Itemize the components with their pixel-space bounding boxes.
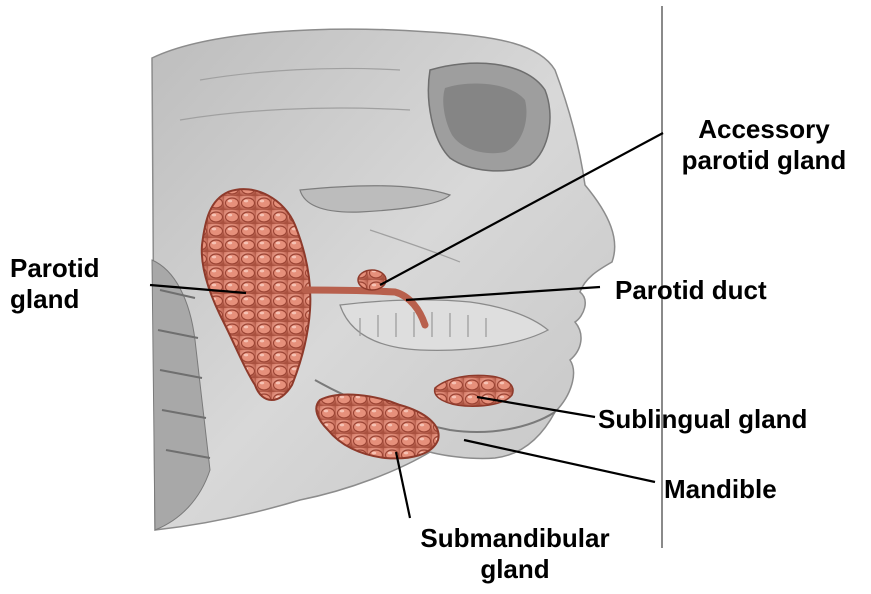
label-submandibular-line2: gland (390, 554, 640, 585)
label-submandibular-gland: Submandibular gland (390, 523, 640, 585)
label-accessory-line2: parotid gland (660, 145, 868, 176)
label-parotid-line2: gland (10, 284, 100, 315)
leader-line-mandible (464, 440, 655, 482)
label-sublingual-gland: Sublingual gland (598, 404, 807, 435)
label-parotid-gland: Parotid gland (10, 253, 100, 315)
label-submandibular-line1: Submandibular (390, 523, 640, 554)
label-parotid-duct: Parotid duct (615, 275, 767, 306)
label-accessory-line1: Accessory (660, 114, 868, 145)
label-parotid-line1: Parotid (10, 253, 100, 284)
label-parotid-duct-text: Parotid duct (615, 275, 767, 306)
accessory-parotid-gland-shape (358, 270, 386, 290)
label-accessory-parotid-gland: Accessory parotid gland (660, 114, 868, 176)
label-mandible: Mandible (664, 474, 777, 505)
label-mandible-text: Mandible (664, 474, 777, 505)
label-sublingual-text: Sublingual gland (598, 404, 807, 435)
